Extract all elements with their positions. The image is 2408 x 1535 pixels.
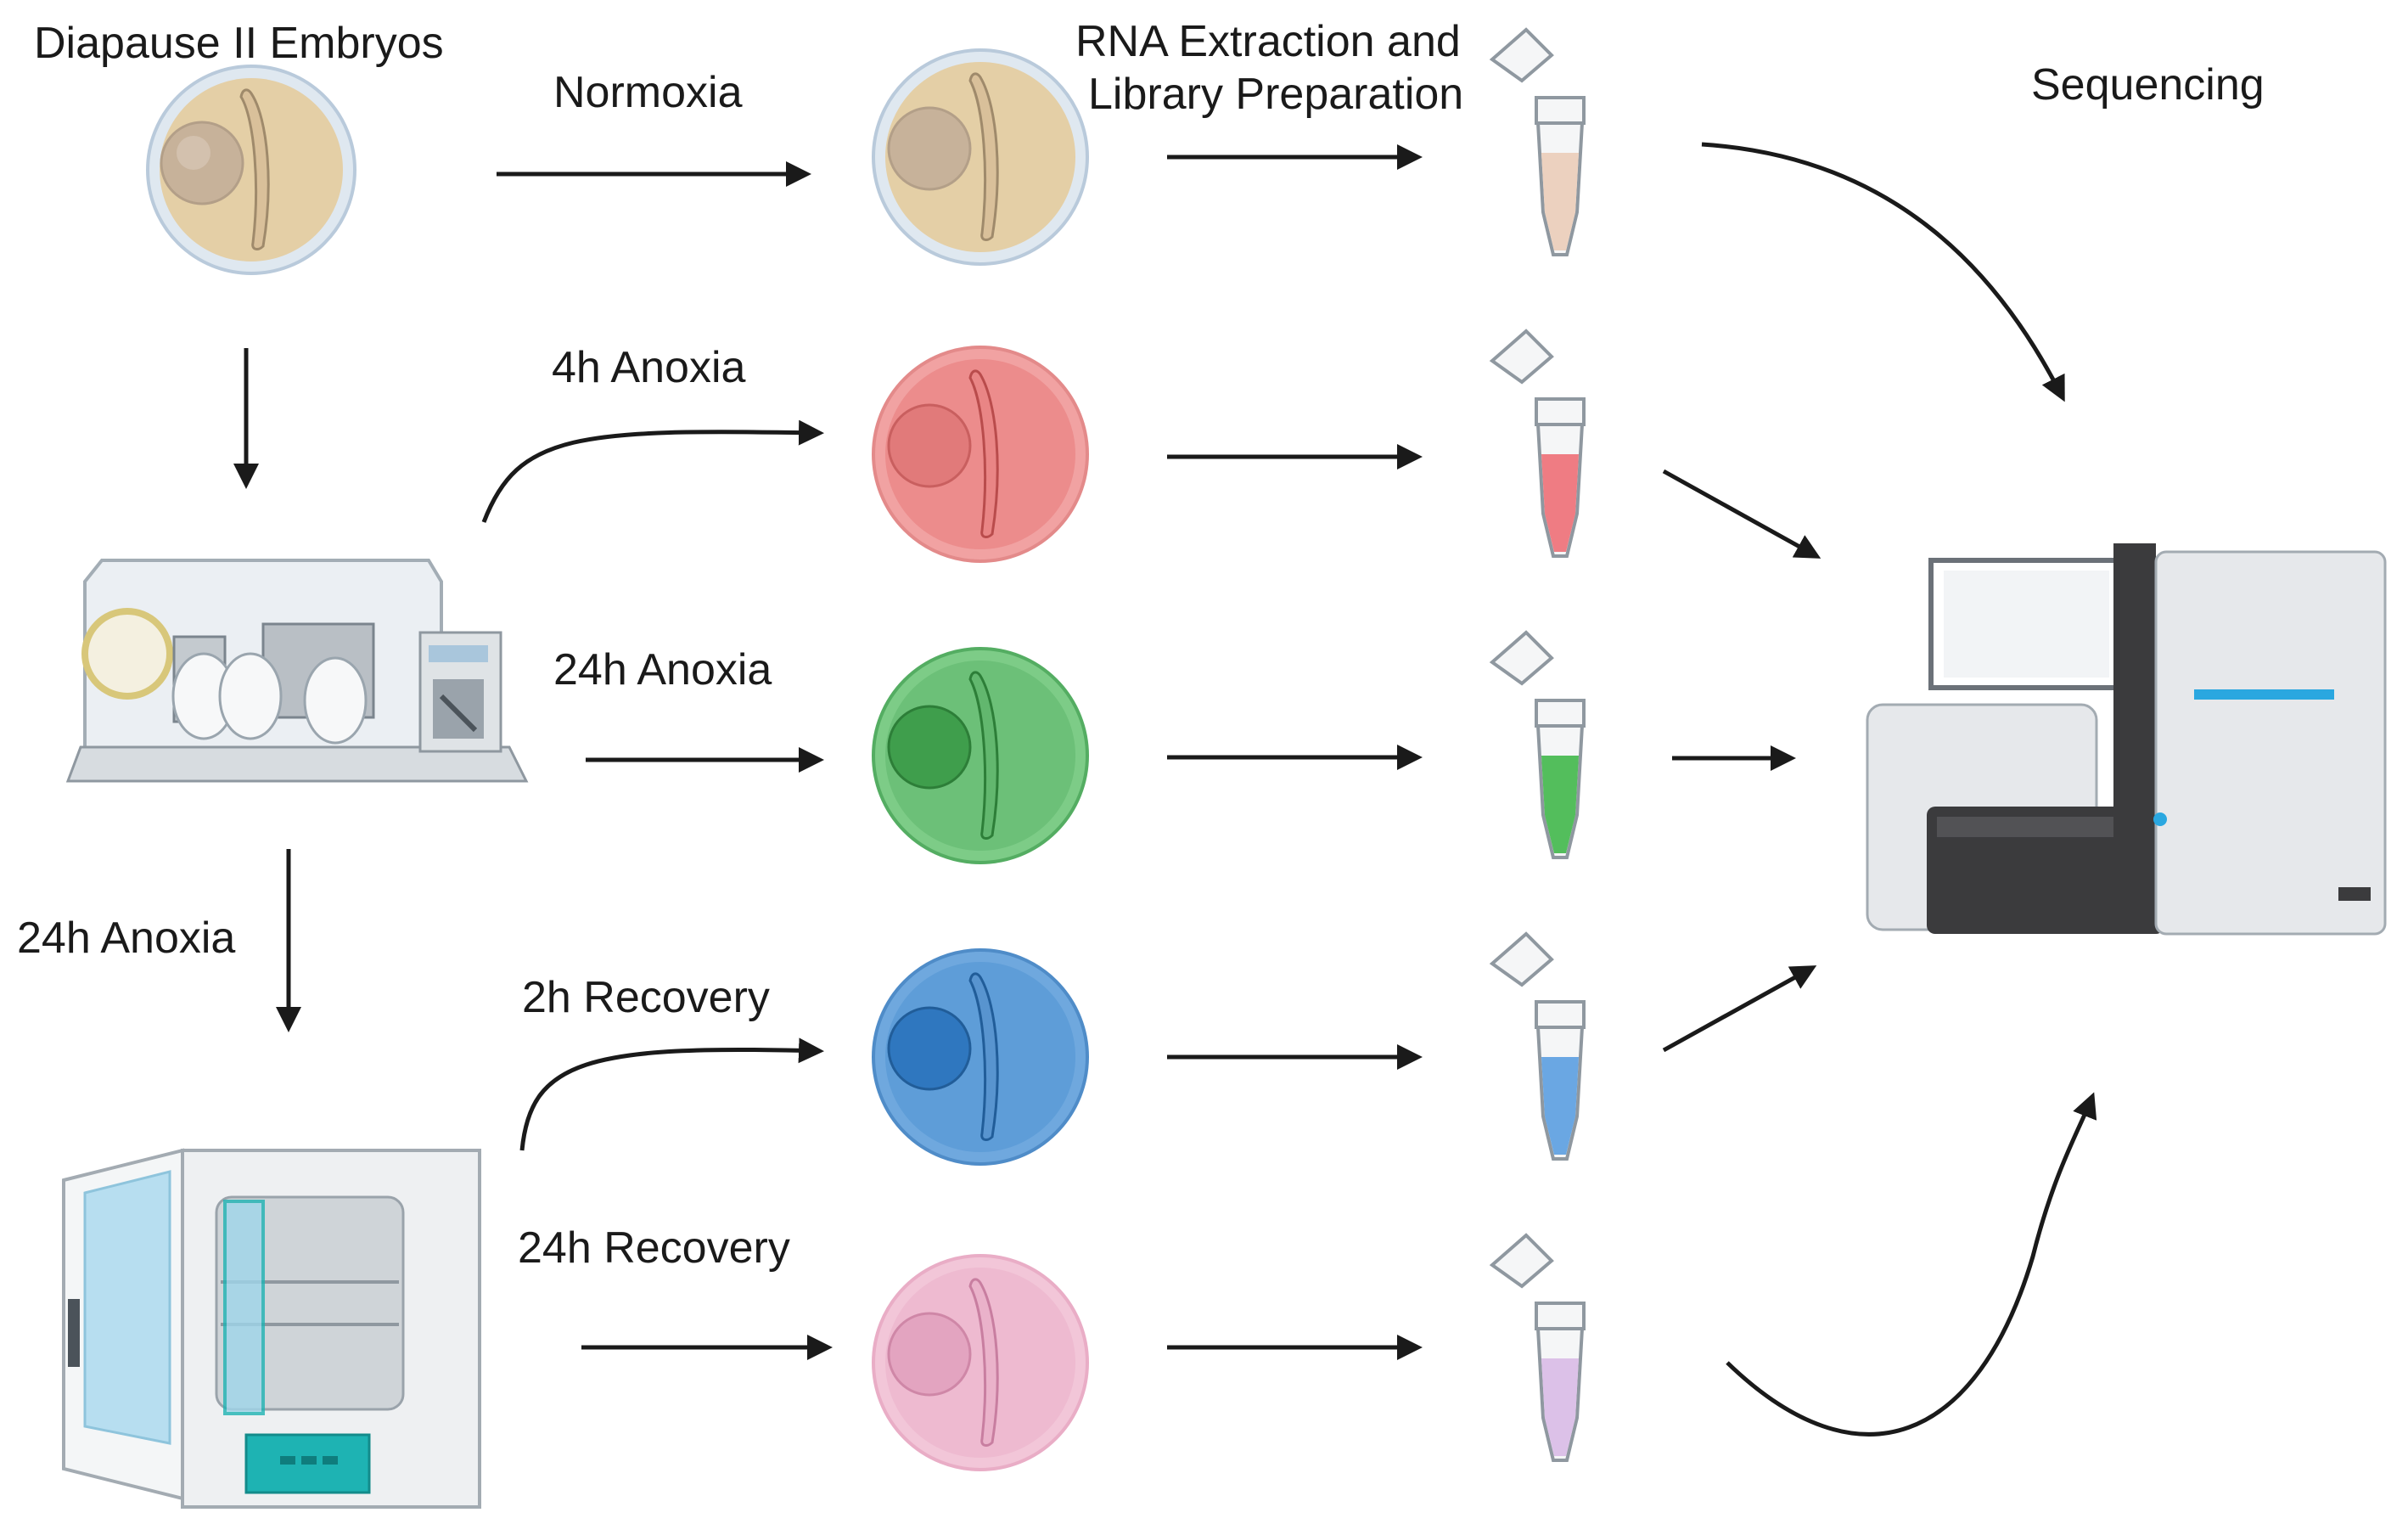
- label-library-preparation: Library Preparation: [1088, 70, 1463, 119]
- arrow-tube-seq-24h-recovery: [1726, 1092, 2097, 1437]
- dish-24h-anoxia: [872, 647, 1089, 864]
- arrow-tube-seq-normoxia: [1701, 142, 2065, 402]
- dish-4h-anoxia: [872, 346, 1089, 563]
- dish-2h-recovery: [872, 948, 1089, 1166]
- arrows: [233, 142, 2097, 1437]
- label-24h-anoxia-side: 24h Anoxia: [17, 914, 235, 963]
- label-2h-recovery: 2h Recovery: [522, 973, 770, 1022]
- label-4h-anoxia: 4h Anoxia: [552, 343, 745, 392]
- label-rna-extraction: RNA Extraction and: [1075, 17, 1461, 66]
- label-normoxia: Normoxia: [553, 68, 743, 117]
- tube-24h-recovery: [1489, 1233, 1586, 1462]
- arrow-4h-anoxia: [481, 419, 824, 523]
- tube-2h-recovery: [1489, 931, 1586, 1161]
- label-24h-recovery: 24h Recovery: [518, 1223, 790, 1273]
- anaerobic-glovebox: [65, 559, 529, 783]
- tube-4h-anoxia: [1489, 329, 1586, 558]
- recovery-incubator: [62, 1148, 481, 1509]
- tube-24h-anoxia: [1489, 630, 1586, 859]
- sequencer-machine: [1866, 543, 2387, 936]
- dish-24h-recovery: [872, 1254, 1089, 1471]
- label-diapause-embryos: Diapause II Embryos: [34, 19, 444, 68]
- start-embryo-dish: [146, 65, 356, 275]
- label-sequencing: Sequencing: [2031, 60, 2265, 110]
- arrow-tube-seq-4h-anoxia: [1662, 469, 1821, 559]
- arrow-2h-recovery: [519, 1037, 824, 1151]
- arrow-tube-seq-2h-recovery: [1662, 965, 1817, 1053]
- dish-normoxia: [872, 48, 1089, 266]
- tube-normoxia: [1489, 27, 1586, 256]
- label-24h-anoxia: 24h Anoxia: [553, 645, 772, 694]
